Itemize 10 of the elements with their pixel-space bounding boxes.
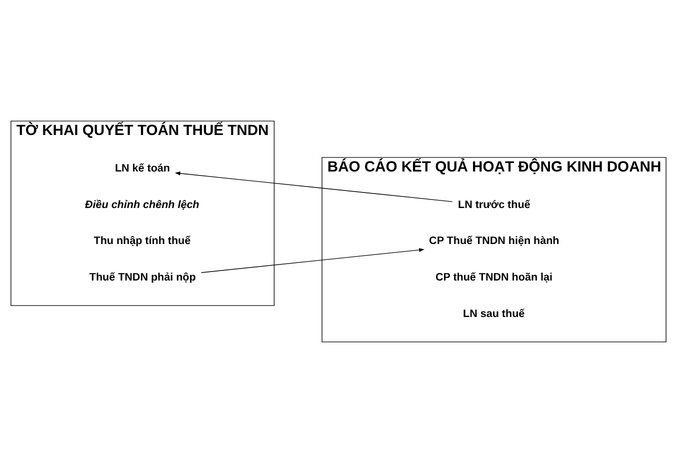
node-text: LN kế toán — [114, 162, 170, 174]
node-text: CP Thuế TNDN hiện hành — [429, 234, 560, 247]
node-text: CP thuế TNDN hoãn lại — [435, 271, 552, 284]
arrow — [174, 171, 453, 202]
node-text: LN trước thuế — [458, 198, 530, 210]
node-text: LN sau thuế — [463, 307, 525, 320]
node-text: Điều chỉnh chênh lệch — [85, 198, 200, 210]
node-text: Thuế TNDN phải nộp — [89, 271, 196, 284]
arrow — [200, 248, 424, 272]
node-text: Thu nhập tính thuế — [94, 234, 191, 247]
